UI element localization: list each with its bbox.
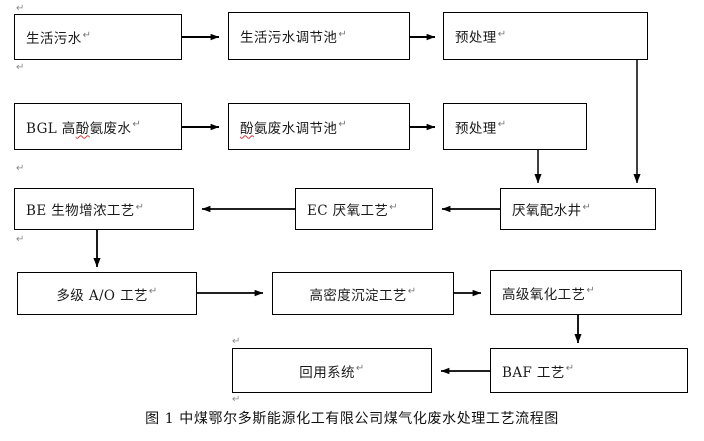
node-label: 预处理↵ — [455, 119, 507, 137]
node-label: 高级氧化工艺↵ — [502, 285, 596, 303]
node-label: 生活污水调节池↵ — [240, 28, 348, 47]
figure-caption: 图 1 中煤鄂尔多斯能源化工有限公司煤气化废水处理工艺流程图 — [145, 411, 559, 427]
node-label: 回用系统↵ — [299, 363, 365, 381]
node-domestic-sewage[interactable]: 生活污水↵ — [14, 14, 182, 60]
node-high-density-settling-process[interactable]: 高密度沉淀工艺↵ — [272, 272, 454, 315]
node-reuse-system[interactable]: 回用系统↵ — [232, 348, 432, 393]
node-ec-anaerobic-process[interactable]: EC 厌氧工艺↵ — [295, 188, 433, 230]
node-label: 生活污水↵ — [26, 29, 92, 48]
node-anaerobic-water-distribution-well[interactable]: 厌氧配水井↵ — [500, 188, 656, 230]
node-label: 预处理↵ — [455, 28, 507, 47]
stray-paragraph-mark: ↵ — [232, 336, 241, 347]
node-label: 酚氨废水调节池↵ — [240, 119, 348, 137]
node-pretreatment-top[interactable]: 预处理↵ — [443, 12, 648, 60]
node-label: 高密度沉淀工艺↵ — [309, 286, 417, 304]
stray-paragraph-mark: ↵ — [16, 3, 25, 14]
node-label: BAF 工艺↵ — [502, 363, 575, 381]
node-baf-process[interactable]: BAF 工艺↵ — [490, 348, 688, 393]
node-phenol-ammonia-equalization-tank[interactable]: 酚氨废水调节池↵ — [228, 103, 410, 150]
node-label: BGL 高酚氨废水↵ — [26, 119, 142, 137]
stray-paragraph-mark: ↵ — [16, 163, 25, 174]
stray-paragraph-mark: ↵ — [232, 394, 241, 405]
node-multistage-ao-process[interactable]: 多级 A/O 工艺↵ — [17, 272, 197, 315]
node-pretreatment-second[interactable]: 预处理↵ — [443, 103, 587, 150]
node-be-bio-enrichment-process[interactable]: BE 生物增浓工艺↵ — [14, 188, 194, 230]
stray-paragraph-mark: ↵ — [16, 62, 25, 73]
node-label: 多级 A/O 工艺↵ — [56, 286, 158, 304]
node-bgl-high-phenol-ammonia-wastewater[interactable]: BGL 高酚氨废水↵ — [14, 103, 182, 150]
node-domestic-equalization-tank[interactable]: 生活污水调节池↵ — [228, 12, 410, 60]
node-label: 厌氧配水井↵ — [512, 201, 592, 220]
node-label: EC 厌氧工艺↵ — [307, 201, 399, 220]
node-advanced-oxidation-process[interactable]: 高级氧化工艺↵ — [490, 270, 682, 315]
stray-paragraph-mark: ↵ — [16, 234, 25, 245]
node-label: BE 生物增浓工艺↵ — [26, 201, 145, 220]
